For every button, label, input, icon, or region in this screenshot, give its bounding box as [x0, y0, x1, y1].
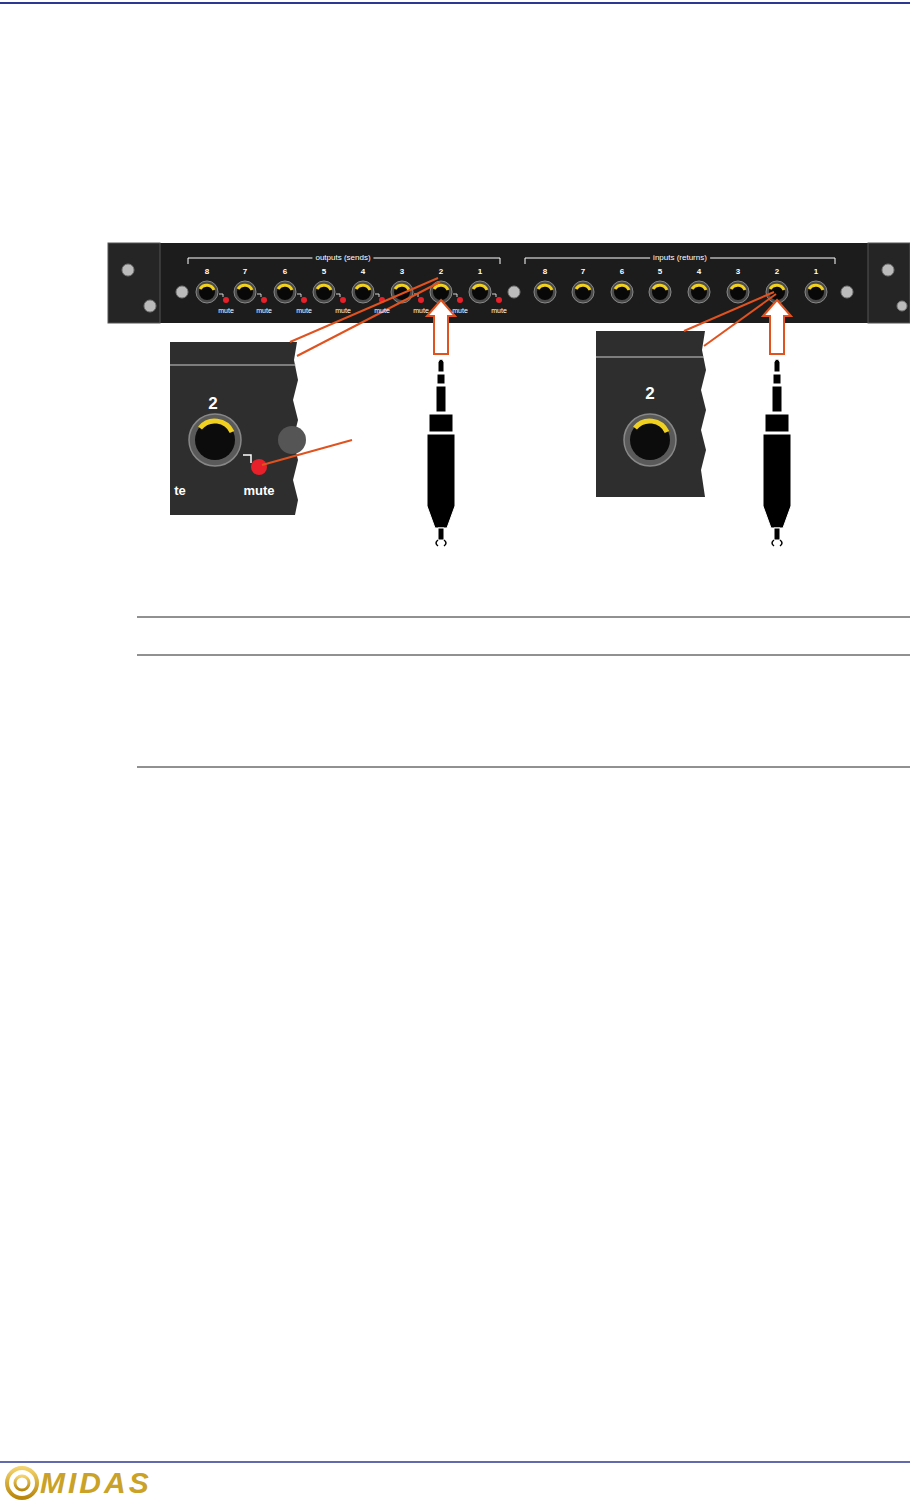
panel-label: 8 [205, 268, 209, 276]
panel-label: 7 [243, 268, 247, 276]
panel-label: mute [491, 307, 507, 314]
jack-ring [200, 421, 232, 432]
panel-label: 6 [620, 268, 624, 276]
panel-label: mute [335, 307, 351, 314]
panel-label: 3 [400, 268, 404, 276]
header-rule [0, 2, 910, 4]
zoom-leaders [262, 278, 776, 465]
panel-label: 1 [478, 268, 482, 276]
rack-ear [868, 243, 910, 323]
jack-hole [630, 420, 670, 460]
jack-ring [635, 421, 667, 432]
panel-label: outputs (sends) [312, 254, 373, 262]
panel-label: inputs (returns) [650, 254, 710, 262]
panel-label: mute [452, 307, 468, 314]
panel-label: 5 [322, 268, 326, 276]
jack-socket [189, 414, 241, 466]
mute-bracket [243, 455, 251, 463]
panel-label: 5 [658, 268, 662, 276]
rack-ear [108, 243, 160, 323]
inset-line [170, 364, 296, 365]
panel-label: mute [218, 307, 234, 314]
panel-label: 2 [775, 268, 779, 276]
panel-label: mute [413, 307, 429, 314]
inset-label: 2 [645, 385, 654, 402]
jack-sockets [196, 281, 827, 303]
panel-label: mute [256, 307, 272, 314]
zoom-inset [170, 342, 298, 515]
brand-logo: MIDAS [40, 1468, 152, 1498]
panel-label: 8 [543, 268, 547, 276]
jack-plug [427, 359, 791, 546]
panel-label: mute [374, 307, 390, 314]
footer-rule [0, 1461, 910, 1463]
mute-led [251, 459, 267, 475]
logo-mark [7, 1468, 37, 1498]
inset-label: te [174, 484, 186, 497]
panel-label: 4 [361, 268, 365, 276]
jack-socket [624, 414, 676, 466]
jack-hole [195, 420, 235, 460]
panel-label: 1 [814, 268, 818, 276]
panel-label: 2 [439, 268, 443, 276]
insert-arrow [427, 300, 791, 354]
inset-line [596, 356, 704, 357]
rack-panel [108, 243, 910, 323]
panel-label: 7 [581, 268, 585, 276]
panel-label: 3 [736, 268, 740, 276]
jack-socket [278, 426, 306, 454]
zoom-inset [596, 331, 706, 497]
panel-label: 6 [283, 268, 287, 276]
inset-label: mute [243, 484, 274, 497]
screws [122, 264, 907, 312]
table-rules [137, 617, 910, 767]
panel-label: 4 [697, 268, 701, 276]
panel-label: mute [296, 307, 312, 314]
inset-label: 2 [208, 395, 217, 412]
